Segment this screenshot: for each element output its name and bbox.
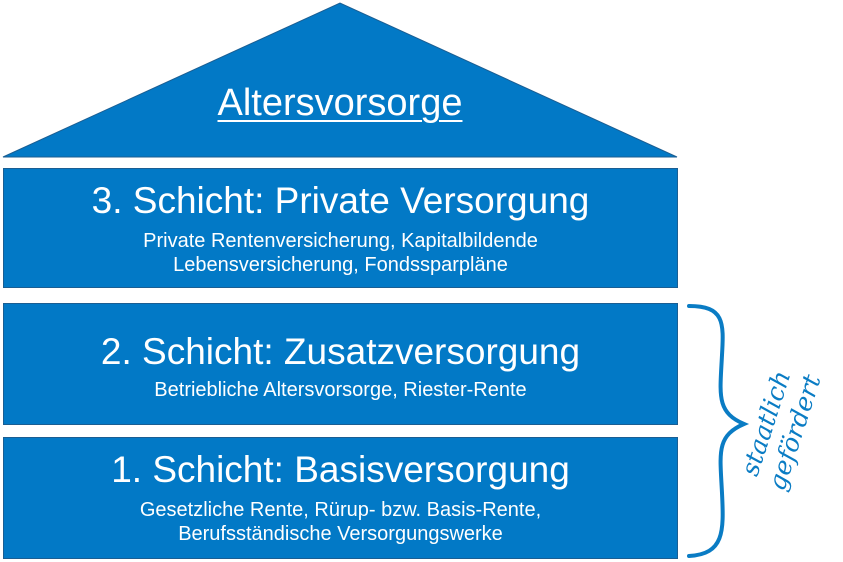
layer-1-description-line: Gesetzliche Rente, Rürup- bzw. Basis-Ren… (139, 499, 542, 521)
layer-3-description-line: Private Rentenversicherung, Kapitalbilde… (143, 230, 538, 252)
layer-2-description: Betriebliche Altersvorsorge, Riester-Ren… (4, 378, 677, 402)
layer-1-description: Gesetzliche Rente, Rürup- bzw. Basis-Ren… (4, 498, 677, 546)
layer-1-title: 1. Schicht: Basisversorgung (111, 449, 570, 490)
layer-3-description: Private Rentenversicherung, Kapitalbilde… (4, 229, 677, 277)
layer-3-title: 3. Schicht: Private Versorgung (91, 180, 590, 221)
layer-2-zusatzversorgung: 2. Schicht: Zusatzversorgung Betrieblich… (3, 303, 678, 425)
layer-1-description-line: Berufsständische Versorgungswerke (178, 523, 503, 545)
roof-title: Altersvorsorge (217, 82, 463, 124)
layer-2-description-line: Betriebliche Altersvorsorge, Riester-Ren… (154, 379, 527, 401)
layer-1-basisversorgung: 1. Schicht: Basisversorgung Gesetzliche … (3, 437, 678, 559)
layer-3-description-line: Lebensversicherung, Fondssparpläne (173, 254, 508, 276)
curly-brace-icon (687, 304, 750, 558)
layer-2-title: 2. Schicht: Zusatzversorgung (100, 331, 581, 372)
roof-shape (2, 2, 678, 158)
layer-3-private-versorgung: 3. Schicht: Private Versorgung Private R… (3, 168, 678, 288)
